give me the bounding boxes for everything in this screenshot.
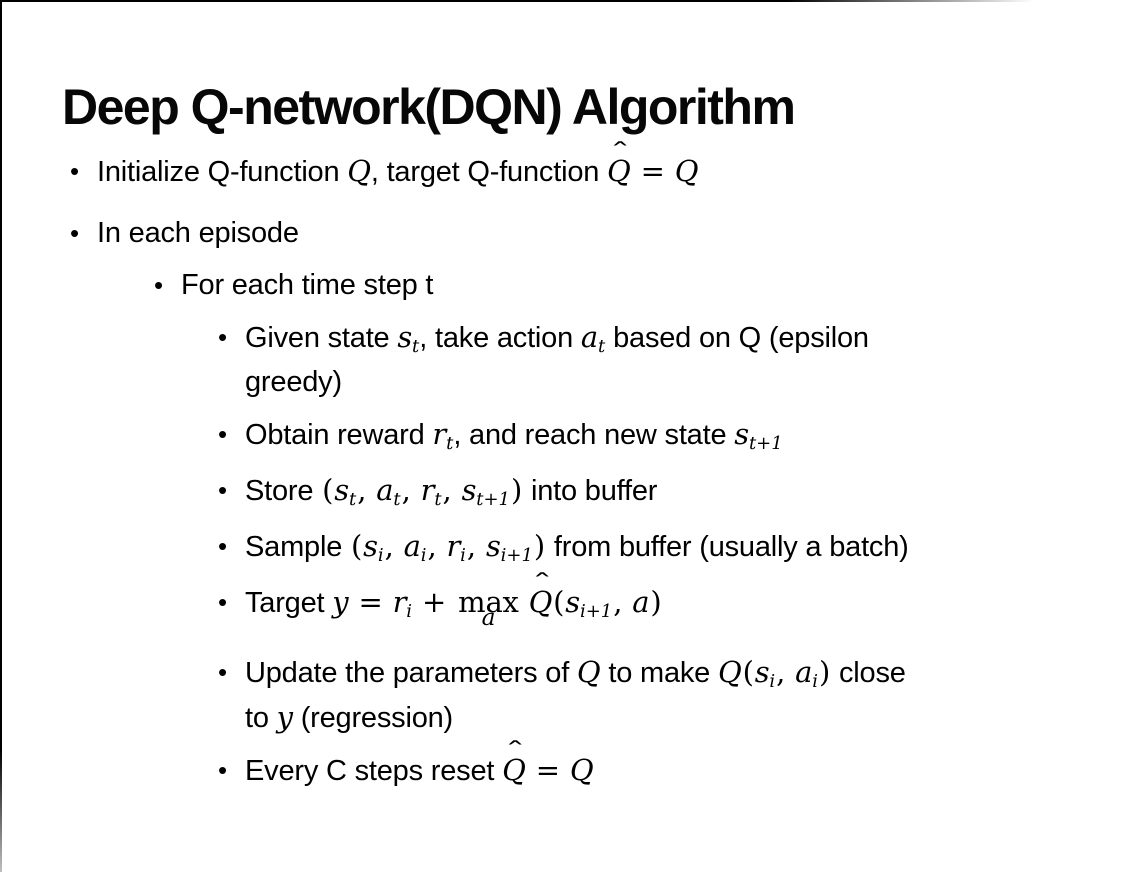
- bullet-list: Initialize Q-function Q, target Q-functi…: [0, 139, 1124, 803]
- bullet-text: Store (st, at, rt, st+1) into buffer: [245, 473, 658, 510]
- bullet-text: Sample (si, ai, ri, si+1) from buffer (u…: [245, 529, 909, 566]
- bullet-text: Given state st, take action at based on …: [245, 320, 869, 398]
- bullet-item: Initialize Q-function Q, target Q-functi…: [68, 139, 1124, 193]
- bullet-text: In each episode: [97, 217, 299, 249]
- bullet-item: For each time step t: [152, 265, 1124, 306]
- slide-border-left: [0, 0, 2, 872]
- bullet-item: Store (st, at, rt, st+1) into buffer: [216, 470, 1124, 515]
- bullet-text: Obtain reward rt, and reach new state st…: [245, 417, 783, 454]
- slide-border-top: [0, 0, 1124, 2]
- slide-title: Deep Q-network(DQN) Algorithm: [62, 78, 796, 135]
- bullet-item: In each episode: [68, 213, 1124, 254]
- bullet-item: Obtain reward rt, and reach new state st…: [216, 414, 1124, 459]
- bullet-text: Every C steps reset ˆQ = Q: [245, 738, 1124, 792]
- bullet-text: Initialize Q-function Q, target Q-functi…: [97, 139, 1124, 193]
- bullet-text: For each time step t: [181, 269, 434, 301]
- bullet-item: Update the parameters of Q to make Q(si,…: [216, 652, 1124, 739]
- bullet-item: Sample (si, ai, ri, si+1) from buffer (u…: [216, 526, 1124, 571]
- bullet-item: Given state st, take action at based on …: [216, 317, 1124, 403]
- bullet-item: Every C steps reset ˆQ = Q: [216, 738, 1124, 792]
- bullet-text: Update the parameters of Q to make Q(si,…: [245, 655, 906, 734]
